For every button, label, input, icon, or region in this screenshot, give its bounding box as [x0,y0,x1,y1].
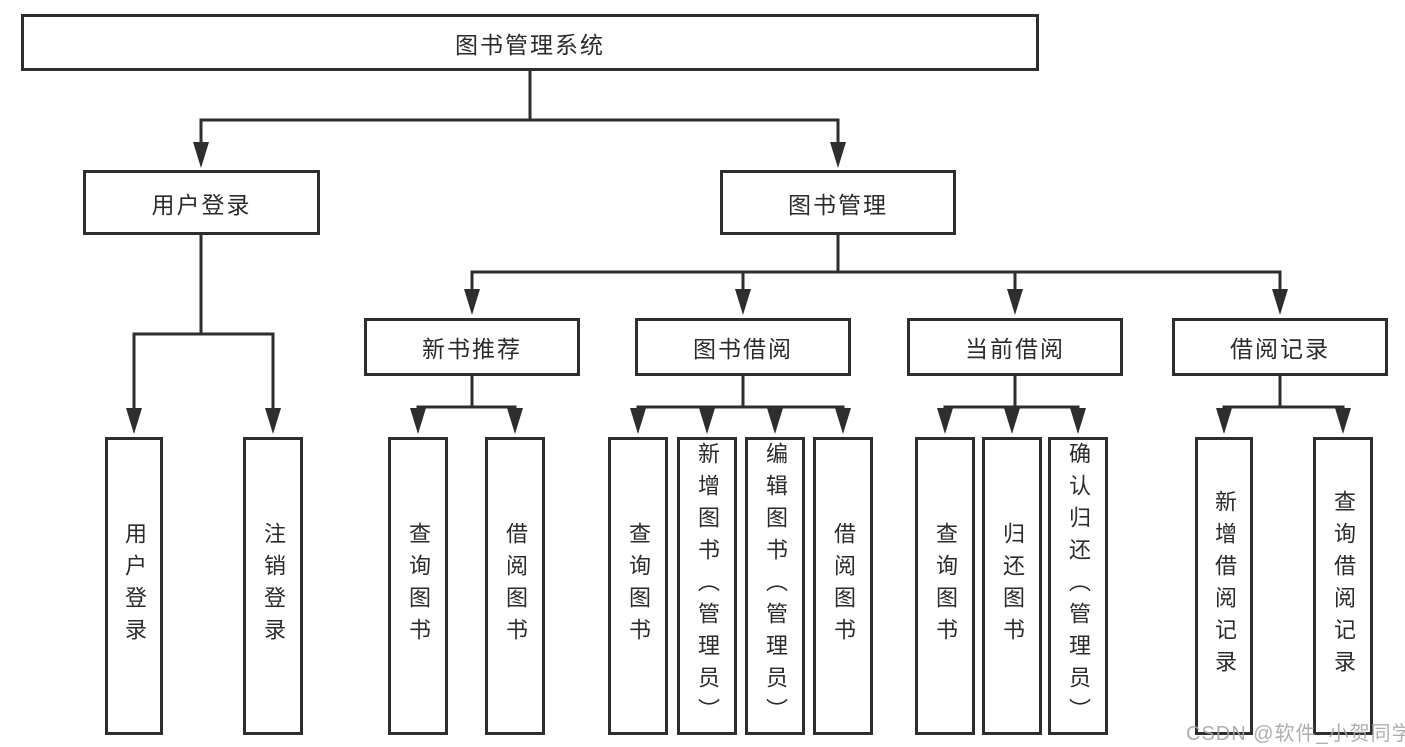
node-leaf-return-books: 归还图书 [982,437,1042,735]
node-label: 确认归还（管理员） [1066,442,1091,730]
node-leaf-query-borrow-record: 查询借阅记录 [1313,437,1373,735]
node-leaf-borrow-books-new: 借阅图书 [485,437,545,735]
arrowhead-down [1007,289,1023,315]
node-leaf-add-books-admin: 新增图书（管理员） [677,437,737,735]
node-label: 查询借阅记录 [1331,490,1356,682]
node-label: 新书推荐 [422,336,522,362]
node-label: 图书借阅 [693,336,793,362]
node-leaf-edit-books-admin: 编辑图书（管理员） [745,437,805,735]
node-label: 图书管理 [788,191,888,218]
node-label: 新增借阅记录 [1212,490,1237,682]
arrowhead-down [767,408,783,434]
node-label: 查询图书 [406,522,431,650]
node-leaf-add-borrow-record: 新增借阅记录 [1195,437,1253,735]
node-label: 借阅记录 [1230,336,1330,362]
node-leaf-borrow-books-borrow: 借阅图书 [813,437,873,735]
arrowhead-down [699,408,715,434]
node-leaf-query-books-new: 查询图书 [388,437,448,735]
node-leaf-query-books-current: 查询图书 [915,437,975,735]
node-user-login: 用户登录 [83,170,320,235]
node-leaf-user-login: 用户登录 [105,437,163,735]
node-new-book-recommend: 新书推荐 [364,318,580,376]
arrowhead-down [126,408,142,434]
node-label: 新增图书（管理员） [695,442,720,730]
arrowhead-down [835,408,851,434]
arrowhead-down [1004,408,1020,434]
arrowhead-down [265,408,281,434]
node-label: 当前借阅 [965,336,1065,362]
arrowhead-down [193,142,209,168]
node-leaf-confirm-return-admin: 确认归还（管理员） [1048,437,1108,735]
node-label: 借阅图书 [831,522,856,650]
node-label: 归还图书 [1000,522,1025,650]
arrowhead-down [1335,408,1351,434]
node-label: 用户登录 [122,522,147,650]
node-label: 借阅图书 [503,522,528,650]
arrowhead-down [464,289,480,315]
arrowhead-down [630,408,646,434]
node-label: 图书管理系统 [455,31,605,58]
arrowhead-down [735,289,751,315]
arrowhead-down [937,408,953,434]
node-root: 图书管理系统 [21,14,1039,71]
node-label: 查询图书 [933,522,958,650]
watermark: CSDN @软件_小贺同学 [1186,723,1405,745]
node-leaf-logout-login: 注销登录 [243,437,303,735]
arrowhead-down [1070,408,1086,434]
arrowhead-down [410,408,426,434]
arrowhead-down [1272,289,1288,315]
node-label: 用户登录 [151,191,252,218]
arrowhead-down [507,408,523,434]
node-borrowing-records: 借阅记录 [1172,318,1388,376]
arrowhead-down [830,142,846,168]
node-book-borrowing: 图书借阅 [635,318,851,376]
node-label: 编辑图书（管理员） [763,442,788,730]
node-label: 查询图书 [626,522,651,650]
node-label: 注销登录 [261,522,286,650]
node-book-management: 图书管理 [720,170,956,235]
node-current-borrowing: 当前借阅 [907,318,1123,376]
node-leaf-query-books-borrow: 查询图书 [608,437,668,735]
arrowhead-down [1216,408,1232,434]
